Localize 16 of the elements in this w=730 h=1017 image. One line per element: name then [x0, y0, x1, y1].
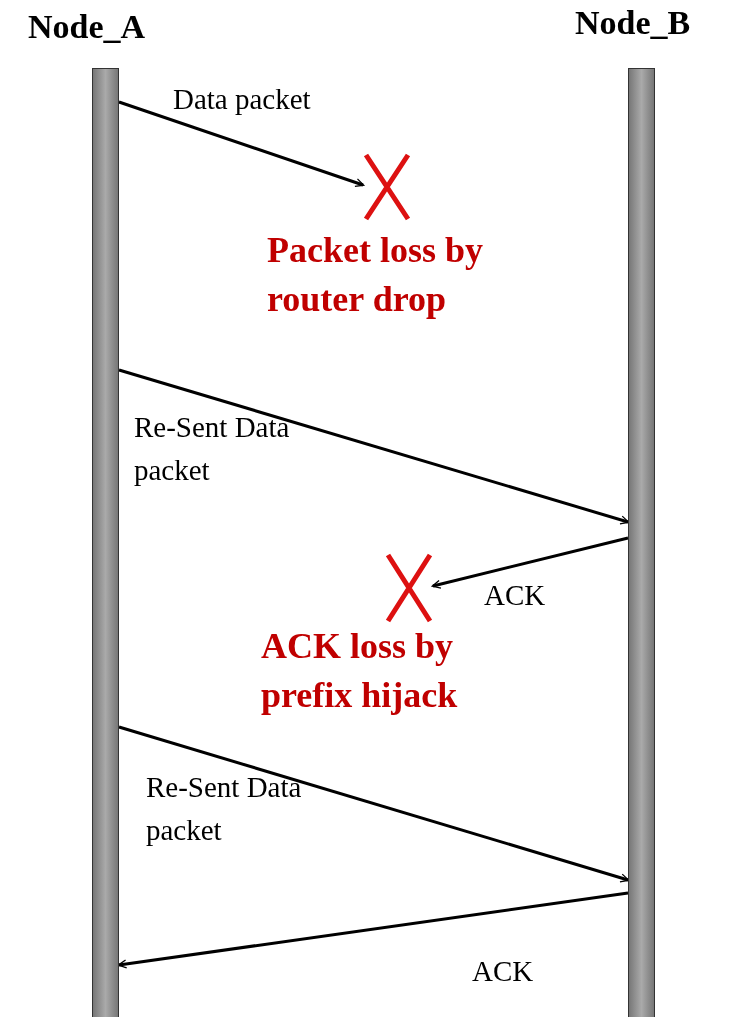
edge-label: Data packet [173, 82, 311, 117]
edge-label: ACK [472, 954, 534, 989]
edge-label: ACK [484, 578, 546, 613]
message-arrow [431, 536, 629, 589]
loss-note: ACK loss by prefix hijack [261, 625, 459, 717]
message-arrow [118, 725, 630, 883]
loss-note: Packet loss by router drop [267, 229, 484, 321]
node-label: Node_A [28, 8, 146, 46]
message-arrow [117, 891, 629, 969]
message-arrow [118, 100, 365, 188]
edge-label: Re-Sent Data packet [146, 770, 303, 848]
cross-mark-icon [385, 553, 433, 623]
cross-mark-icon [363, 153, 411, 221]
edge-label: Re-Sent Data packet [134, 410, 291, 488]
message-arrow [118, 368, 630, 525]
node-label: Node_B [575, 4, 691, 42]
